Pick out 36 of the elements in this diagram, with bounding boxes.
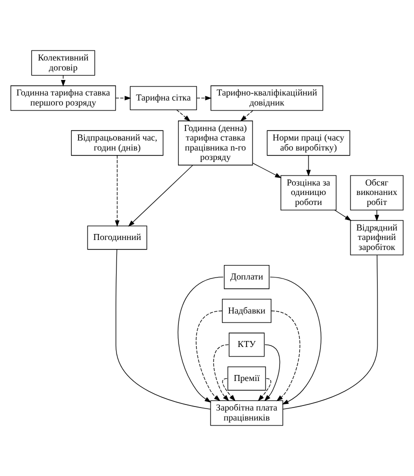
arrow <box>115 96 132 100</box>
node-box: Премії <box>228 366 266 391</box>
node-box: Розцінка за одиницю роботи <box>280 175 336 210</box>
arrow <box>252 162 282 178</box>
arrow <box>271 310 300 402</box>
arrow <box>128 164 193 227</box>
arrow <box>60 75 66 87</box>
arrow <box>270 276 322 404</box>
connector <box>282 254 378 410</box>
arrow <box>258 378 272 402</box>
node-box: Обсяг виконаних робіт <box>350 175 404 210</box>
arrow <box>240 110 254 122</box>
node-box: Надбавки <box>222 298 272 323</box>
node-box: Тарифно-кваліфікаційний довідник <box>210 85 324 111</box>
node-box: Годинна (денна) тарифна ставка працівника n-го розряду <box>178 120 253 166</box>
arrow <box>196 96 212 100</box>
node-box: Колективний договір <box>31 50 96 76</box>
node-box: Доплати <box>224 265 270 290</box>
arrow <box>196 310 222 402</box>
arrow <box>213 344 230 402</box>
arrow <box>306 155 311 176</box>
arrow <box>334 210 352 221</box>
arrow <box>264 344 280 402</box>
node-box: Норми праці (часу або виробітку) <box>266 130 350 156</box>
node-box: Годинна тарифна ставка першого розряду <box>10 85 116 111</box>
node-box: Заробітна плата працівників <box>210 400 284 426</box>
node-box: Погодинний <box>87 226 148 250</box>
arrow <box>176 110 191 122</box>
node-box: Тарифна сітка <box>130 86 197 110</box>
connector <box>116 249 211 410</box>
node-box: КТУ <box>228 332 265 357</box>
node-box: Відпрацьований час, годин (днів) <box>71 130 164 156</box>
arrow <box>178 276 224 403</box>
arrow <box>222 378 236 402</box>
node-box: Відрядний тарифний заробіток <box>350 220 404 256</box>
arrow <box>114 155 120 227</box>
